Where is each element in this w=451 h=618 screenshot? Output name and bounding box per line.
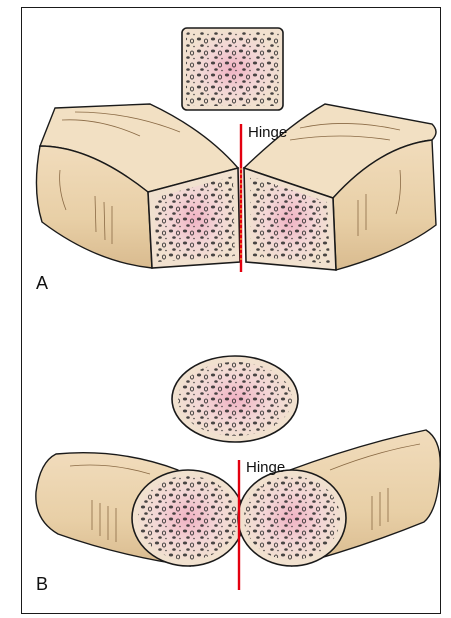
panel-letter-a: A [36,273,48,293]
wedge-oval [172,356,298,442]
hinge-label-a: Hinge [248,124,287,141]
panel-letter-b: B [36,574,48,594]
panel-b: Hinge B [36,356,440,594]
left-bone-cylinder-b [36,453,244,566]
hinge-label-b: Hinge [246,459,285,476]
right-bone-cylinder-b [238,430,440,566]
wedge-rectangular [182,28,283,110]
left-bone-block-a [36,104,240,268]
panel-a: Hinge A [36,28,436,293]
